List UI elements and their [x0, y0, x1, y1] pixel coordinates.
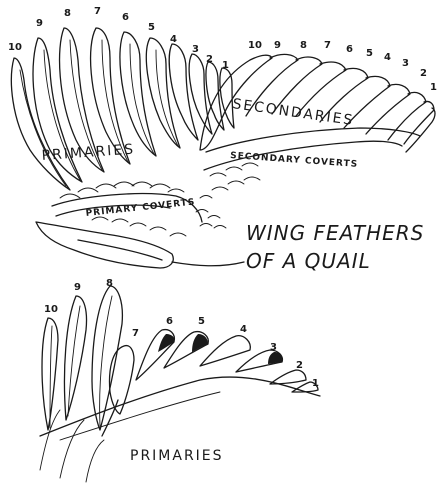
label-secondary-coverts: SECONDARY COVERTS [230, 151, 359, 170]
bottom-feather-4 [200, 336, 250, 366]
bottom-feather-7-shaft [102, 400, 118, 436]
bottom-primary-number: 1 [312, 378, 319, 389]
secondary-number: 1 [430, 82, 437, 93]
label-secondaries: SECONDARIES [231, 96, 355, 129]
bottom-feather-2 [270, 370, 306, 384]
label-primaries-bottom: PRIMARIES [130, 448, 224, 464]
bottom-primary-number: 2 [296, 360, 303, 371]
leader-line [172, 262, 244, 266]
secondary-number: 5 [366, 48, 373, 59]
primary-feather-5 [146, 38, 180, 148]
secondary-number: 10 [248, 40, 262, 51]
primary-feather-6 [120, 32, 156, 156]
top-primary-number: 1 [222, 60, 229, 71]
bottom-primary-number: 9 [74, 282, 81, 293]
top-primary-number: 6 [122, 12, 129, 23]
secondary-number: 8 [300, 40, 307, 51]
top-primary-number: 5 [148, 22, 155, 33]
secondary-number: 7 [324, 40, 331, 51]
top-primary-number: 7 [94, 6, 101, 17]
label-primaries-top: PRIMARIES [41, 142, 135, 164]
bottom-feather-8 [92, 286, 122, 430]
bottom-primary-number: 10 [44, 304, 58, 315]
secondary-number: 2 [420, 68, 427, 79]
top-primary-number: 3 [192, 44, 199, 55]
secondary-number: 3 [402, 58, 409, 69]
secondary-coverts-scallops [196, 163, 260, 228]
secondary-feather-4 [366, 84, 410, 134]
top-primary-number: 8 [64, 8, 71, 19]
primary-feather-10 [11, 58, 70, 190]
bottom-primary-number: 3 [270, 342, 277, 353]
top-primary-number: 10 [8, 42, 22, 53]
label-primary-coverts: PRIMARY COVERTS [85, 198, 196, 219]
secondary-numbers: 10 9 8 7 6 5 4 3 2 1 [248, 40, 437, 93]
top-primary-number: 4 [170, 34, 177, 45]
secondary-number: 9 [274, 40, 281, 51]
title-line-2: OF A QUAIL [246, 249, 371, 273]
title-line-1: WING FEATHERS [246, 221, 424, 245]
bottom-feather-9 [64, 296, 86, 420]
top-primary-number: 2 [206, 54, 213, 65]
secondary-number: 4 [384, 52, 391, 63]
bottom-primary-number: 7 [132, 328, 139, 339]
bottom-primary-number: 6 [166, 316, 173, 327]
bottom-primary-number: 4 [240, 324, 247, 335]
secondary-feather-3 [388, 92, 426, 140]
top-primary-number: 9 [36, 18, 43, 29]
secondary-number: 6 [346, 44, 353, 55]
bottom-feather-7 [110, 346, 134, 414]
bottom-primary-number: 5 [198, 316, 205, 327]
bottom-primary-number: 8 [106, 278, 113, 289]
